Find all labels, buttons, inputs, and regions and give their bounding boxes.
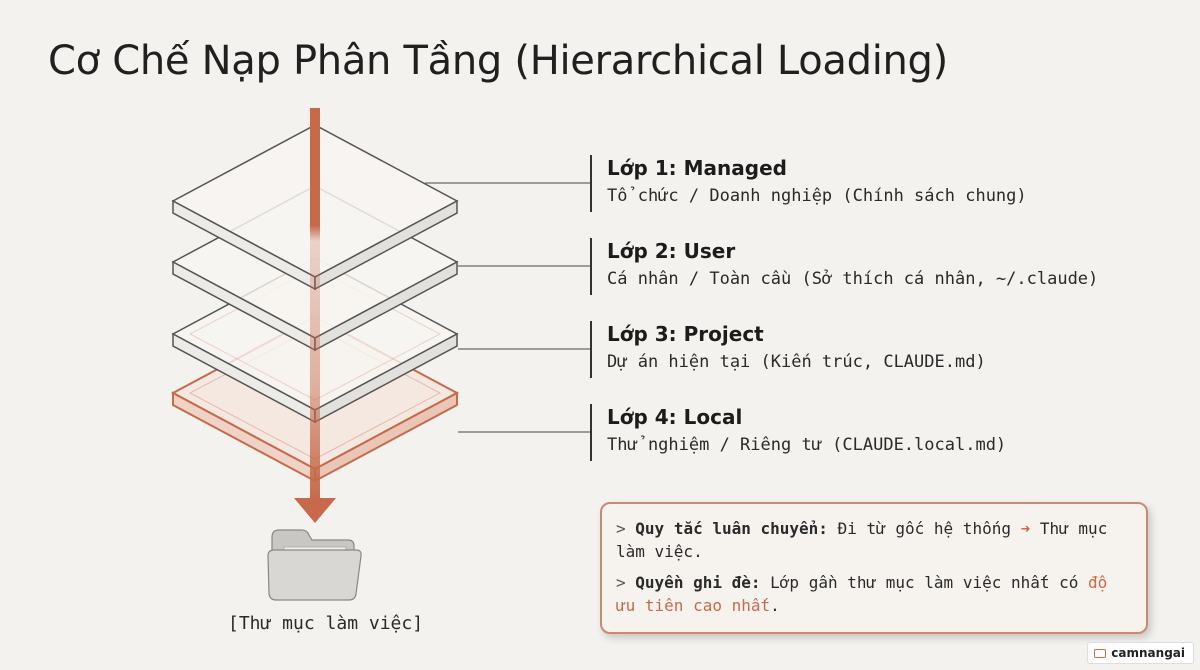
layer-1-name: Lớp 1: Managed (607, 156, 787, 180)
watermark-badge: camnangai (1087, 642, 1194, 664)
layer-4-name: Lớp 4: Local (607, 405, 743, 429)
down-arrow-icon (294, 108, 336, 523)
rule-2-end: . (770, 596, 780, 615)
rule-1: > Quy tắc luân chuyển: Đi từ gốc hệ thốn… (616, 517, 1132, 563)
rule-2-text: Lớp gần thư mục làm việc nhất có (770, 573, 1079, 592)
rule-1-text-a: Đi từ gốc hệ thống (837, 519, 1011, 538)
layer-3-name: Lớp 3: Project (607, 322, 764, 346)
rules-box: > Quy tắc luân chuyển: Đi từ gốc hệ thốn… (600, 502, 1148, 634)
layer-label-3: Lớp 3: Project Dự án hiện tại (Kiến trúc… (607, 322, 986, 372)
folder-icon (267, 529, 362, 601)
watermark-text: camnangai (1111, 646, 1185, 660)
page-title: Cơ Chế Nạp Phân Tầng (Hierarchical Loadi… (48, 38, 948, 84)
rule-1-label: Quy tắc luân chuyển: (635, 519, 828, 538)
watermark-logo-icon (1094, 648, 1107, 658)
rule-1-prompt: > (616, 519, 626, 538)
layer-label-2: Lớp 2: User Cá nhân / Toàn cầu (Sở thích… (607, 239, 1098, 289)
layer-3-desc: Dự án hiện tại (Kiến trúc, CLAUDE.md) (607, 352, 986, 372)
rule-2-prompt: > (616, 573, 626, 592)
rule-2-label: Quyền ghi đè: (635, 573, 761, 592)
layer-label-4: Lớp 4: Local Thử nghiệm / Riêng tư (CLAU… (607, 405, 1006, 455)
layer-label-1: Lớp 1: Managed Tổ chức / Doanh nghiệp (C… (607, 156, 1027, 206)
layer-2-desc: Cá nhân / Toàn cầu (Sở thích cá nhân, ~/… (607, 269, 1099, 289)
layer-4-desc: Thử nghiệm / Riêng tư (CLAUDE.local.md) (607, 435, 1007, 455)
right-arrow-icon: ➜ (1020, 519, 1031, 538)
layer-2-name: Lớp 2: User (607, 239, 736, 263)
rule-2: > Quyền ghi đè: Lớp gần thư mục làm việc… (616, 571, 1132, 617)
rule-2-highlight: độ ưu tiên cao nhất (616, 573, 1108, 615)
connector-lines (425, 182, 590, 433)
folder-caption: [Thư mục làm việc] (228, 613, 424, 634)
rule-1-text-b: Thư mục làm việc. (616, 519, 1108, 561)
layer-1-desc: Tổ chức / Doanh nghiệp (Chính sách chung… (607, 186, 1027, 206)
